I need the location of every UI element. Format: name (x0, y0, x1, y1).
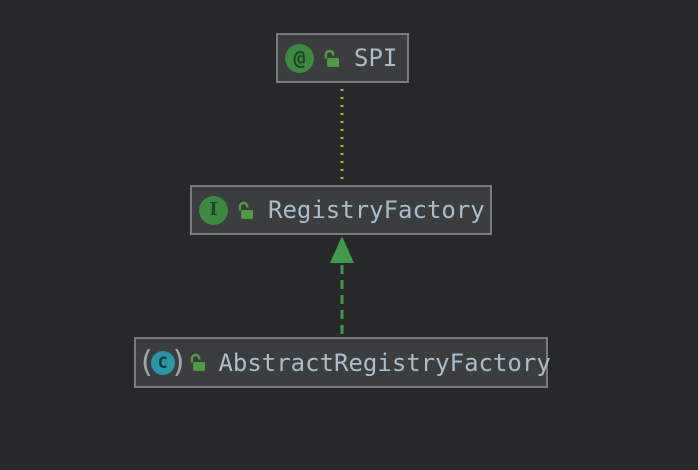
class-glyph: C (157, 352, 168, 372)
public-lock-icon (238, 201, 254, 219)
node-label: AbstractRegistryFactory (218, 348, 551, 377)
node-abstractregistryfactory[interactable]: ( C ) AbstractRegistryFactory (134, 337, 551, 388)
class-icon: C (150, 350, 175, 375)
node-registryfactory[interactable]: I RegistryFactory (190, 185, 492, 235)
node-label: SPI (354, 44, 398, 72)
node-label: RegistryFactory (268, 196, 485, 224)
abstract-class-icon: ( C ) (141, 344, 185, 380)
implements-arrowhead (330, 236, 354, 263)
annotation-glyph: @ (293, 46, 306, 70)
node-spi[interactable]: @ SPI (276, 33, 409, 83)
public-lock-icon (191, 353, 206, 371)
annotation-icon: @ (285, 43, 314, 73)
interface-icon: I (199, 195, 228, 225)
public-lock-icon (324, 49, 340, 67)
abstract-paren-left: ( (141, 344, 153, 380)
interface-glyph: I (209, 199, 218, 220)
abstract-paren-right: ) (172, 344, 185, 380)
